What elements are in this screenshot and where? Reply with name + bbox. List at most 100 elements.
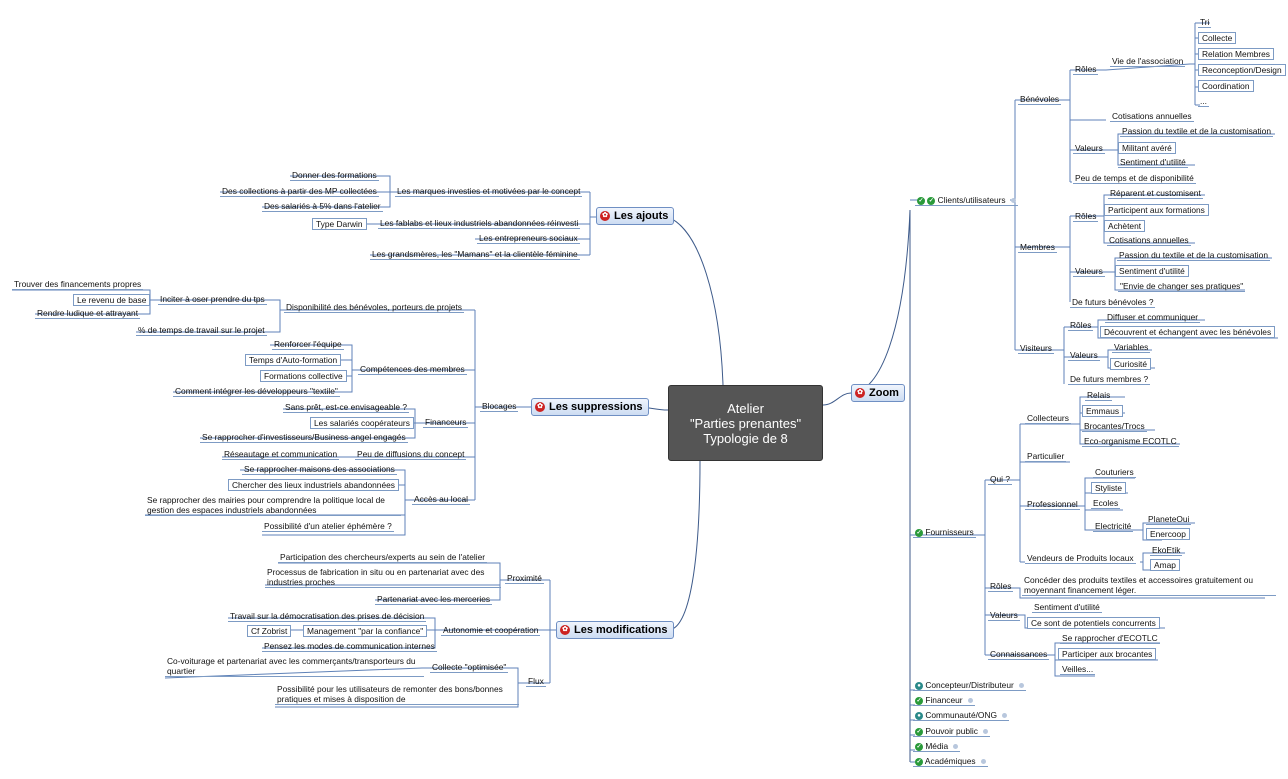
zoom-planeteoui[interactable]: PlaneteOui [1146, 514, 1192, 525]
zoom-participent[interactable]: Participent aux formations [1104, 204, 1209, 216]
zoom-tri[interactable]: Tri [1198, 17, 1212, 28]
supp-financements[interactable]: Trouver des financements propres [12, 279, 144, 290]
zoom-militant[interactable]: Militant avéré [1118, 142, 1176, 154]
branch-les-suppressions[interactable]: ✿ Les suppressions [531, 398, 649, 416]
supp-auto-formation[interactable]: Temps d'Auto-formation [245, 354, 342, 366]
zoom-cotisations[interactable]: Cotisations annuelles [1110, 111, 1194, 122]
mod-chercheurs[interactable]: Participation des chercheurs/experts au … [278, 552, 488, 563]
zoom-concepteur[interactable]: ● Concepteur/Distributeur [913, 680, 1027, 691]
zoom-styliste[interactable]: Styliste [1091, 482, 1126, 494]
zoom-ecoles[interactable]: Ecoles [1091, 498, 1121, 509]
zoom-curiosite[interactable]: Curiosité [1110, 358, 1152, 370]
zoom-professionnel[interactable]: Professionnel [1025, 499, 1080, 510]
supp-ludique[interactable]: Rendre ludique et attrayant [35, 308, 141, 319]
zoom-peu-temps[interactable]: Peu de temps et de disponibilité [1073, 173, 1196, 184]
zoom-conceder[interactable]: Concéder des produits textiles et access… [1022, 575, 1276, 596]
ajouts-entrepreneurs[interactable]: Les entrepreneurs sociaux [477, 233, 580, 244]
ajouts-marques[interactable]: Les marques investies et motivées par le… [395, 186, 583, 197]
branch-zoom[interactable]: ✿ Zoom [851, 384, 905, 402]
zoom-futurs-benevoles[interactable]: De futurs bénévoles ? [1070, 297, 1156, 308]
zoom-four-valeurs[interactable]: Valeurs [988, 610, 1020, 621]
branch-les-modifications[interactable]: ✿ Les modifications [556, 621, 674, 639]
mod-processus[interactable]: Processus de fabrication in situ ou en p… [265, 567, 501, 588]
supp-mairies[interactable]: Se rapprocher des mairies pour comprendr… [145, 495, 401, 516]
zoom-concurrents[interactable]: Ce sont de potentiels concurrents [1027, 617, 1160, 629]
zoom-diffuser[interactable]: Diffuser et communiquer [1105, 312, 1201, 323]
ajouts-fablabs[interactable]: Les fablabs et lieux industriels abandon… [378, 218, 581, 229]
supp-reseautage[interactable]: Réseautage et communication [222, 449, 340, 460]
zoom-connaissances[interactable]: Connaissances [988, 649, 1050, 660]
ajouts-formations[interactable]: Donner des formations [290, 170, 379, 181]
zoom-ben-roles[interactable]: Rôles [1073, 64, 1099, 75]
zoom-collecteurs[interactable]: Collecteurs [1025, 413, 1071, 424]
zoom-media[interactable]: ✓ Média [913, 741, 961, 752]
supp-ephemere[interactable]: Possibilité d'un atelier éphémère ? [262, 521, 394, 532]
zoom-veilles[interactable]: Veilles... [1060, 664, 1096, 675]
zoom-academiques[interactable]: ✓ Académiques [913, 756, 988, 767]
zoom-enercoop[interactable]: Enercoop [1146, 528, 1190, 540]
zoom-variables[interactable]: Variables [1112, 342, 1151, 353]
ajouts-darwin[interactable]: Type Darwin [312, 218, 367, 230]
zoom-etc[interactable]: ... [1198, 96, 1209, 107]
zoom-mem-cotisations[interactable]: Cotisations annuelles [1107, 235, 1191, 246]
ajouts-grandsmeres[interactable]: Les grandsmères, les "Mamans" et la clie… [370, 249, 580, 260]
zoom-vis-valeurs[interactable]: Valeurs [1068, 350, 1100, 361]
zoom-brocantes[interactable]: Brocantes/Trocs [1082, 421, 1147, 432]
supp-peu-diffusion[interactable]: Peu de diffusions du concept [355, 449, 467, 460]
branch-les-ajouts[interactable]: ✿ Les ajouts [596, 207, 675, 225]
mod-collecte-opt[interactable]: Collecte "optimisée" [430, 662, 509, 673]
mod-democratisation[interactable]: Travail sur la démocratisation des prise… [228, 611, 427, 622]
supp-lieux[interactable]: Chercher des lieux industriels abandonné… [228, 479, 399, 491]
zoom-sentiment[interactable]: Sentiment d'utilité [1118, 157, 1188, 168]
supp-renforcer[interactable]: Renforcer l'équipe [272, 339, 344, 350]
zoom-emmaus[interactable]: Emmaus [1082, 405, 1124, 417]
supp-formations-coll[interactable]: Formations collective [260, 370, 347, 382]
zoom-coordination[interactable]: Coordination [1198, 80, 1254, 92]
zoom-membres[interactable]: Membres [1018, 242, 1057, 253]
supp-investisseurs[interactable]: Se rapprocher d'investisseurs/Business a… [200, 432, 408, 443]
zoom-envie[interactable]: "Envie de changer ses pratiques" [1118, 281, 1246, 292]
mod-zobrist[interactable]: Cf Zobrist [247, 625, 292, 637]
zoom-ekoetik[interactable]: EkoEtik [1150, 545, 1183, 556]
zoom-financeur[interactable]: ✓ Financeur [913, 695, 975, 706]
supp-inciter[interactable]: Inciter à oser prendre du tps [158, 294, 267, 305]
supp-dispo[interactable]: Disponibilité des bénévoles, porteurs de… [284, 302, 464, 313]
ajouts-collections[interactable]: Des collections à partir des MP collecté… [220, 186, 379, 197]
supp-competences[interactable]: Compétences des membres [358, 364, 467, 375]
mod-management[interactable]: Management "par la confiance" [303, 625, 428, 637]
zoom-pouvoir[interactable]: ✓ Pouvoir public [913, 726, 991, 737]
mod-autonomie[interactable]: Autonomie et coopération [441, 625, 541, 636]
zoom-mem-valeurs[interactable]: Valeurs [1073, 266, 1105, 277]
zoom-eco[interactable]: Eco-organisme ECOTLC [1082, 436, 1179, 447]
zoom-particulier[interactable]: Particulier [1025, 451, 1067, 462]
zoom-four-sentiment[interactable]: Sentiment d'utilité [1032, 602, 1102, 613]
mod-possibilite[interactable]: Possibilité pour les utilisateurs de rem… [275, 684, 519, 705]
zoom-mem-sentiment[interactable]: Sentiment d'utilité [1115, 265, 1189, 277]
zoom-reparent[interactable]: Réparent et customisent [1108, 188, 1203, 199]
zoom-participer-brocantes[interactable]: Participer aux brocantes [1058, 648, 1157, 660]
zoom-vendeurs[interactable]: Vendeurs de Produits locaux [1025, 553, 1136, 564]
ajouts-salaries[interactable]: Des salariés à 5% dans l'atelier [262, 201, 383, 212]
zoom-benevoles[interactable]: Bénévoles [1018, 94, 1062, 105]
zoom-mem-roles[interactable]: Rôles [1073, 211, 1099, 222]
supp-maisons[interactable]: Se rapprocher maisons des associations [242, 464, 397, 475]
zoom-ben-valeurs[interactable]: Valeurs [1073, 143, 1105, 154]
mod-modes-comm[interactable]: Pensez les modes de communication intern… [262, 641, 437, 652]
mod-covoiturage[interactable]: Co-voiturage et partenariat avec les com… [165, 656, 424, 677]
supp-developpeurs[interactable]: Comment intégrer les développeurs "texti… [173, 386, 340, 397]
zoom-vis-roles[interactable]: Rôles [1068, 320, 1094, 331]
zoom-collecte[interactable]: Collecte [1198, 32, 1237, 44]
zoom-mem-passion[interactable]: Passion du textile et de la customisatio… [1117, 250, 1270, 261]
zoom-fournisseurs[interactable]: ✓ Fournisseurs [913, 527, 976, 538]
supp-financeurs[interactable]: Financeurs [423, 417, 469, 428]
supp-sans-pret[interactable]: Sans prêt, est-ce envisageable ? [283, 402, 409, 413]
zoom-decouvrent[interactable]: Découvrent et échangent avec les bénévol… [1100, 326, 1276, 338]
supp-temps-projet[interactable]: % de temps de travail sur le projet [136, 325, 267, 336]
zoom-visiteurs[interactable]: Visiteurs [1018, 343, 1054, 354]
mod-flux[interactable]: Flux [526, 676, 546, 687]
zoom-futurs-membres[interactable]: De futurs membres ? [1068, 374, 1151, 385]
zoom-relation[interactable]: Relation Membres [1198, 48, 1274, 60]
zoom-electricite[interactable]: Electricité [1093, 521, 1134, 532]
zoom-relais[interactable]: Relais [1085, 390, 1113, 401]
zoom-vie-asso[interactable]: Vie de l'association [1110, 56, 1186, 67]
